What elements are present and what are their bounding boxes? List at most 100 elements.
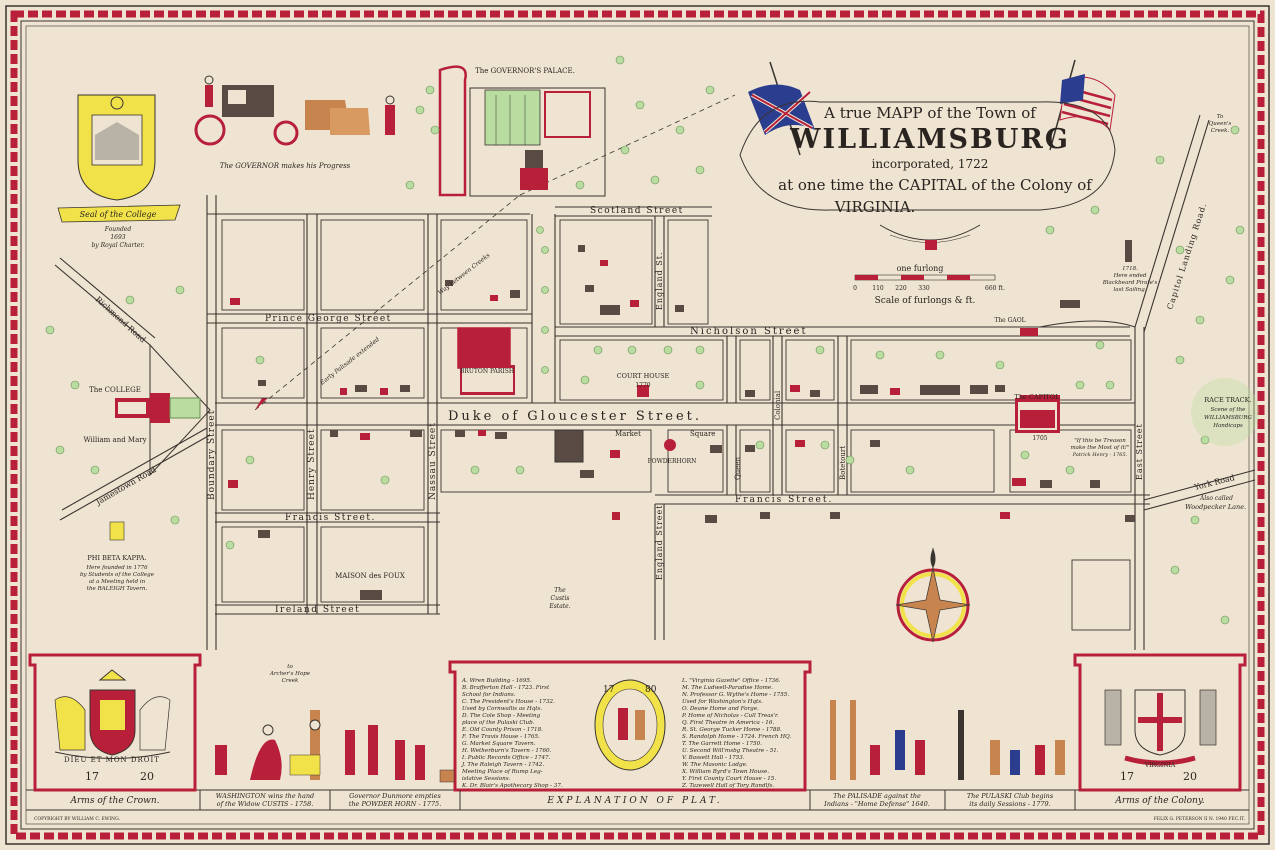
street-label-ireland: Ireland Street: [275, 605, 360, 615]
caption-palisade-2: Indians - "Home Defense" 1640.: [823, 800, 930, 808]
college-seal-icon: [57, 94, 181, 223]
arms-of-crown-icon: [54, 669, 171, 759]
map-title-line-5: VIRGINIA.: [834, 198, 916, 216]
legend-left-2: School for Indians.: [462, 692, 516, 698]
scale-tick-3: 330: [918, 285, 930, 292]
capitol-year: 1705: [1032, 435, 1047, 442]
street-label-colonial: Colonial: [774, 390, 782, 420]
custis-estate-label-1: The: [554, 587, 566, 594]
legend-left-1: B. Brafferton Hall - 1723. First: [461, 685, 550, 691]
street-label-duke-of-gloucester: Duke of Gloucester Street.: [448, 409, 702, 424]
legend-right-5: P. Home of Nicholas - Cull Treas'r.: [681, 713, 779, 719]
pbk-line-3: at a Meeting held in: [89, 579, 146, 585]
caption-washington-2: of the Widow CUSTIS - 1758.: [217, 800, 314, 808]
legend-left-3: C. The President's House - 1732.: [462, 699, 555, 705]
buildings: [228, 245, 1135, 600]
race-track-ring: [1191, 378, 1259, 446]
legend-left-8: F. The Travis House - 1765.: [461, 734, 540, 740]
bruton-parish-label: BRUTON PARISH: [460, 368, 514, 375]
legend-right-6: Q. First Theatre in America - 16.: [682, 720, 774, 726]
archers-hope-label-1: to: [287, 664, 293, 670]
queens-creek-label-2: Queen's: [1209, 121, 1232, 127]
legend-right-1: M. The Ludwell-Paradise Home.: [681, 685, 773, 691]
gaol-label: The GAOL: [994, 317, 1025, 324]
legend-right-3: Used for Washington's Hqts.: [682, 699, 763, 705]
pbk-line-4: the RALEIGH Tavern.: [87, 586, 148, 592]
legend-right-8: S. Randolph Home - 1724. French HQ.: [682, 734, 791, 740]
race-track-label-3: WILLIAMSBURG: [1204, 415, 1252, 421]
street-label-england-north: England St.: [655, 252, 664, 311]
copyright-right: FELIX G. PETERSON II N. 1940 FEC.IT.: [1154, 816, 1246, 822]
phi-beta-kappa-key-icon: [109, 521, 125, 541]
caption-explanation: EXPLANATION OF PLAT.: [546, 796, 722, 806]
pbk-title: PHI BETA KAPPA.: [87, 554, 146, 562]
street-label-botetourt: Botetourt: [839, 446, 847, 480]
governors-palace-drawing: [484, 89, 591, 190]
maison-des-foux-label: MAISON des FOUX: [335, 572, 405, 580]
crown-motto: DIEU ET MON DROIT: [64, 756, 160, 764]
street-label-east: East Street: [1135, 423, 1144, 480]
custis-estate-label-3: Estate.: [548, 603, 570, 610]
scale-tick-2: 220: [895, 285, 907, 292]
court-house-label: COURT HOUSE: [617, 372, 670, 380]
copyright-left: COPYRIGHT BY WILLIAM C. EWING.: [34, 816, 121, 822]
seal-line-1: Founded: [104, 226, 132, 233]
washington-scene-illustration: [215, 710, 321, 780]
court-house-year: 1770: [635, 382, 650, 389]
explanation-medallion-icon: [594, 679, 666, 771]
arms-of-colony-icon: [1104, 689, 1217, 766]
scale-tick-4: 660 ft.: [985, 285, 1005, 292]
caption-washington-1: WASHINGTON wins the hand: [216, 792, 314, 800]
crown-year-1: 17: [85, 770, 99, 783]
street-label-scotland: Scotland Street: [590, 206, 684, 216]
street-label-boundary: Boundary Street: [207, 410, 217, 500]
governors-palace-label: The GOVERNOR'S PALACE.: [475, 67, 575, 75]
legend-right-4: O. Deane Home and Forge.: [682, 706, 759, 712]
blackbeard-marker: [1125, 240, 1132, 262]
square-label: Square: [690, 430, 715, 438]
street-label-nicholson: Nicholson Street: [690, 326, 807, 337]
legend-right-column: L. "Virginia Gazette" Office - 1736. M. …: [681, 678, 791, 789]
legend-left-5: D. The Cole Shop - Meeting: [461, 713, 541, 719]
legend-left-4: Used by Cornwallis as Hqts.: [462, 706, 542, 712]
scale-label: one furlong: [897, 264, 944, 273]
capitol-label: The CAPITOL: [1014, 393, 1060, 401]
legend-left-7: E. Old County Prison - 1718.: [461, 727, 543, 733]
street-label-francis-west: Francis Street.: [285, 513, 376, 523]
archers-hope-label-2: Archer's Hope: [269, 671, 311, 677]
scale-tick-1: 110: [872, 285, 884, 292]
map-title-line-4: at one time the CAPITAL of the Colony of: [778, 176, 1093, 194]
caption-arms-colony: Arms of the Colony.: [1114, 796, 1204, 806]
legend-right-9: T. The Garrett Home - 1750.: [682, 741, 762, 747]
legend-right-7: R. St. George Tucker Home - 1788.: [681, 727, 782, 733]
pbk-line-1: Here founded in 1776: [85, 565, 148, 571]
street-label-england-south: England Street: [655, 505, 664, 580]
college-complex: [115, 393, 201, 423]
medallion-year-2: 80: [645, 685, 657, 695]
palisade-scene-illustration: [830, 700, 925, 780]
british-flag-icon: [748, 61, 815, 156]
colony-year-2: 20: [1183, 770, 1197, 783]
henry-quote-3: Patrick Henry - 1765.: [1072, 452, 1128, 458]
race-track-label-1: RACE TRACK.: [1204, 396, 1251, 404]
colony-ribbon-text: VIRGINIA: [1144, 762, 1176, 769]
york-road-note-2: Woodpecker Lane.: [1185, 503, 1246, 511]
map-title-line-2: WILLIAMSBURG: [789, 124, 1070, 155]
custis-estate-label-2: Custis: [551, 595, 570, 602]
race-track-label-4: Handicaps: [1212, 423, 1243, 429]
street-label-francis-east: Francis Street.: [735, 495, 833, 505]
legend-right-11: V. Bassett Hall - 1753.: [682, 755, 745, 761]
legend-left-6: place of the Pulaski Club.: [462, 720, 535, 726]
street-label-queen: Queen: [734, 456, 742, 480]
blackbeard-note-3: Blackbeard Pirate's: [1102, 280, 1158, 286]
trees: [45, 55, 1245, 625]
caption-dunmore-1: Governor Dunmore empties: [349, 792, 441, 800]
legend-right-15: Z. Tazewell Hall of Tory Randlfs.: [681, 783, 774, 789]
legend-left-0: A. Wren Building - 1695.: [461, 678, 532, 684]
henry-quote-1: "If this be Treason: [1074, 438, 1126, 444]
map-title-line-1: A true MAPP of the Town of: [823, 104, 1037, 122]
college-label-1: The COLLEGE: [89, 386, 141, 394]
american-flag-icon: [1049, 59, 1116, 151]
caption-dunmore-2: the POWDER HORN - 1775.: [349, 800, 442, 808]
